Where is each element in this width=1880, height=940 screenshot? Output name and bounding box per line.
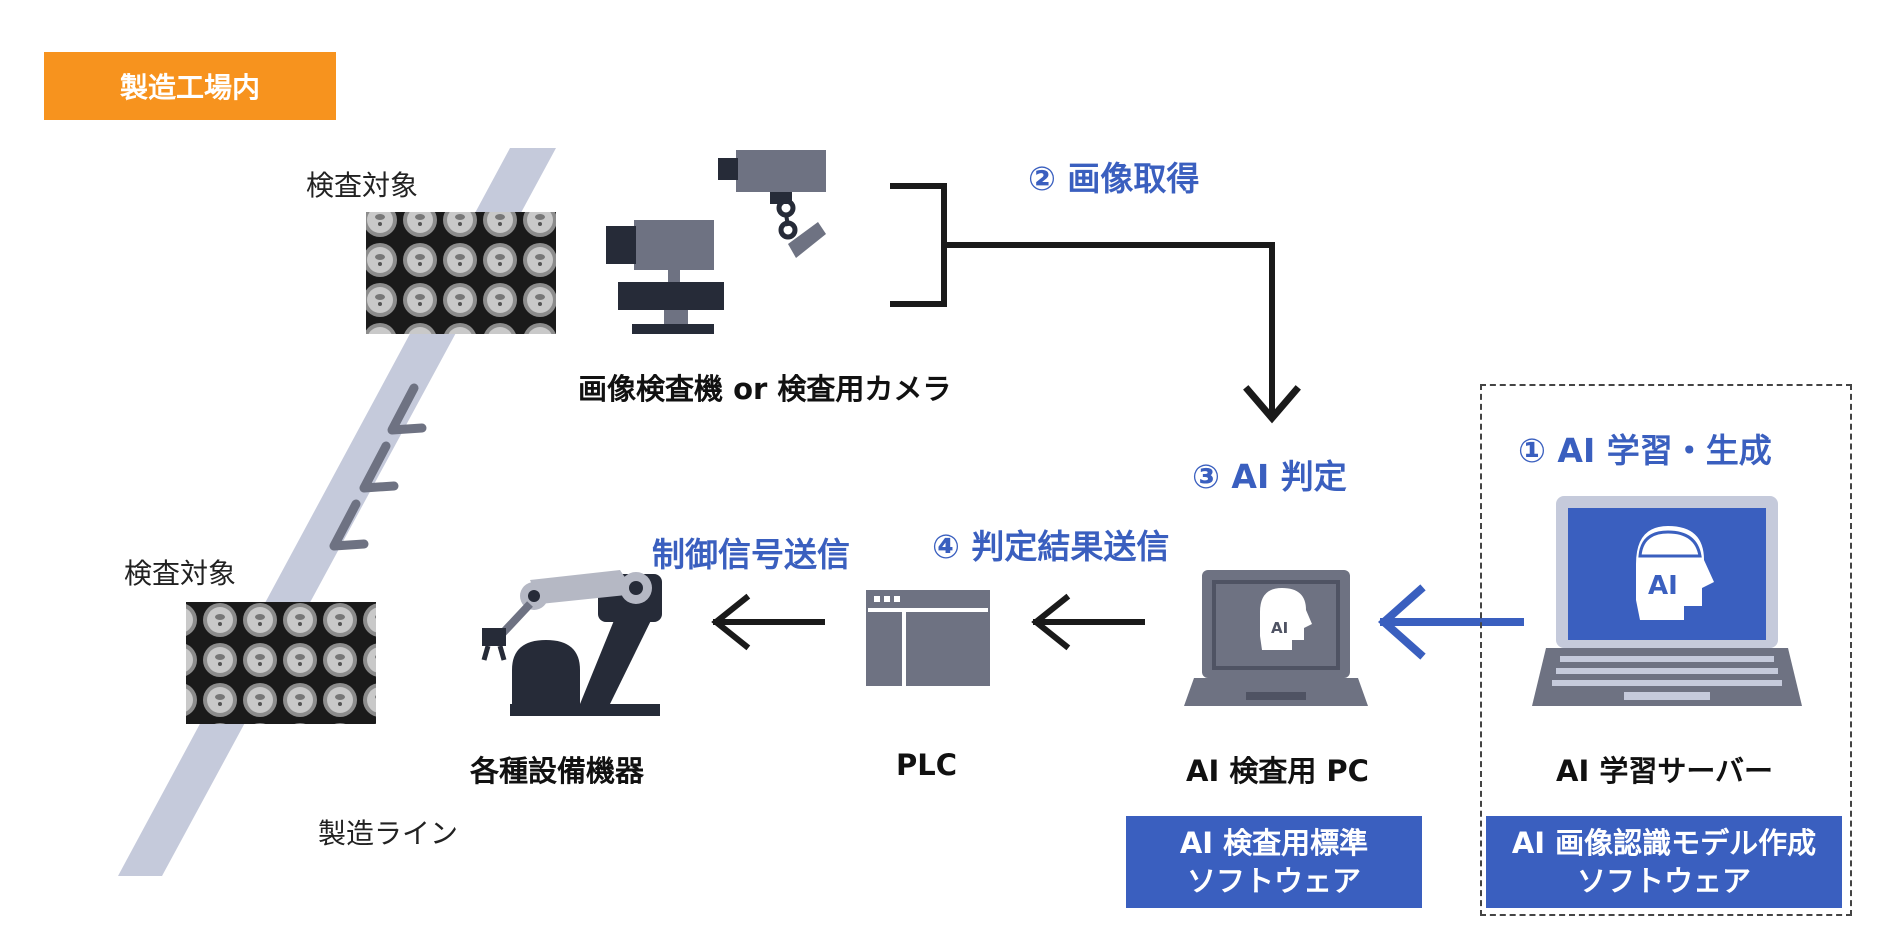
server-software-line: AI 画像認識モデル作成 — [1511, 826, 1817, 860]
inspection-target-label: 検査対象 — [124, 557, 237, 590]
plc-label: PLC — [896, 748, 958, 782]
step-result-send: ④ 判定結果送信 — [932, 527, 1170, 566]
step-image-acquisition: ② 画像取得 — [1028, 159, 1200, 198]
robot-arm-icon — [481, 570, 662, 716]
equipment-label: 各種設備機器 — [470, 754, 645, 788]
ai-learning-server-icon — [1532, 496, 1802, 706]
server-software-box: AI 画像認識モデル作成 ソフトウェア — [1486, 816, 1842, 908]
ai-server-label: AI 学習サーバー — [1556, 754, 1774, 788]
inspection-machine-label: 画像検査機 or 検査用カメラ — [578, 372, 952, 406]
inspection-camera-icon — [718, 150, 826, 258]
pc-software-line: AI 検査用標準 — [1179, 826, 1369, 860]
ai-badge-large: AI — [1648, 571, 1678, 601]
server-group-outline — [1480, 384, 1852, 916]
ai-pc-label: AI 検査用 PC — [1186, 754, 1369, 788]
inspection-target-label: 検査対象 — [306, 169, 419, 202]
server-software-line: ソフトウェア — [1576, 864, 1751, 898]
step-ai-judgement: ③ AI 判定 — [1192, 457, 1347, 496]
pc-software-box: AI 検査用標準 ソフトウェア — [1126, 816, 1422, 908]
production-line-label: 製造ライン — [318, 817, 459, 850]
ai-inspection-pc-icon — [1184, 570, 1368, 706]
pc-software-line: ソフトウェア — [1186, 864, 1361, 898]
ai-badge-small: AI — [1271, 619, 1288, 637]
step-control-signal: 制御信号送信 — [652, 535, 850, 574]
step-ai-learning: ① AI 学習・生成 — [1518, 431, 1772, 470]
inspection-target-image — [366, 212, 556, 334]
left-arrows — [711, 593, 1145, 651]
flow-arrows-icon — [329, 383, 427, 551]
inspection-machine-icon — [606, 220, 724, 334]
model-deploy-arrow — [1377, 584, 1524, 660]
inspection-target-image — [186, 602, 376, 724]
factory-banner: 製造工場内 — [44, 52, 336, 120]
plc-icon — [866, 590, 990, 686]
image-acquisition-connector — [890, 183, 1301, 424]
